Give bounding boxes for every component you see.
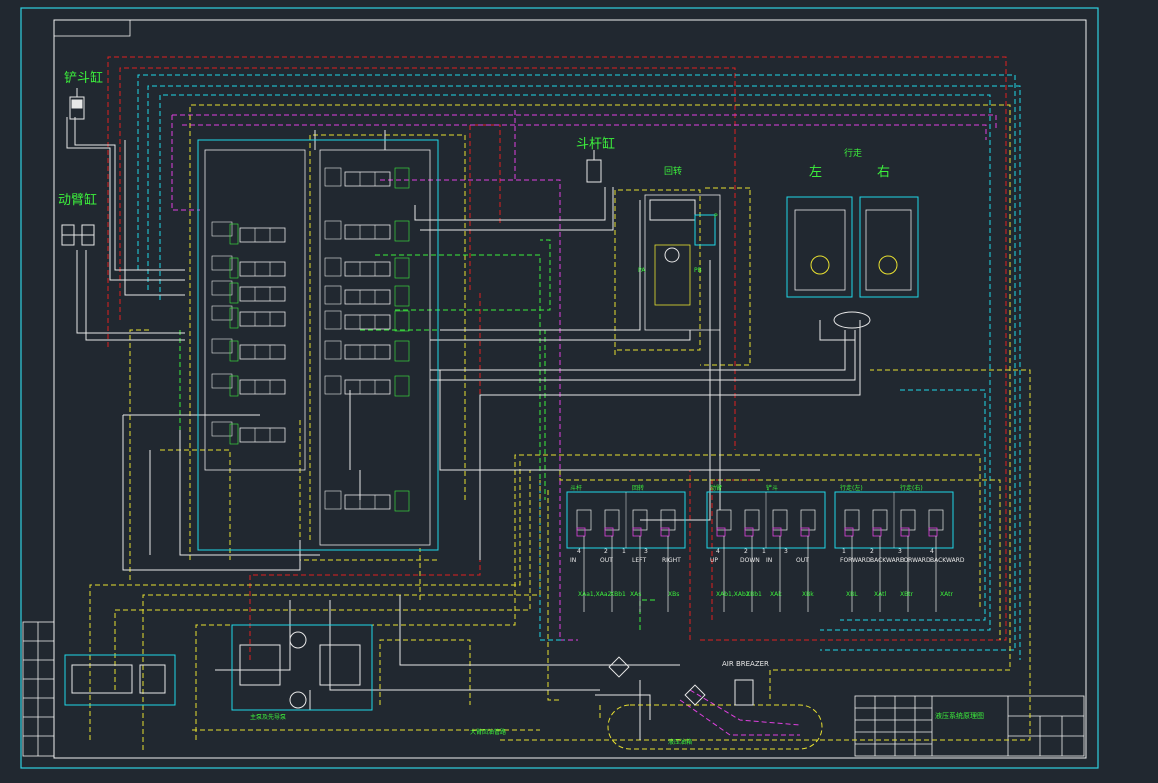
pilot-direction-label: FORWARD [900,557,931,564]
pilot-port-label: XBb1 [746,591,762,598]
pilot-port-number: 1 [842,548,846,555]
travel-center-joint [833,311,871,329]
sheet-outer-border [20,7,1099,769]
spool-valve [211,421,286,445]
pilot-port-label: XBk [802,591,814,598]
main-control-valve [197,139,439,551]
pilot-port-number: 3 [644,548,648,555]
pilot-port-label: XBb1 [610,591,626,598]
title-block [854,695,1085,757]
spool-valve [211,305,286,329]
pilot-valve-box [566,491,686,612]
pilot-port-label: XBL [846,591,858,598]
pump-label: 主泵及先导泵 [250,714,287,721]
main-pressure-lines [66,117,861,740]
return-filter [608,656,754,706]
pilot-direction-label: OUT [600,557,613,564]
pilot-port-number: 1 [622,548,626,555]
pilot-direction-label: FORWARD [840,557,871,564]
pilot-port-number: 2 [870,548,874,555]
pilot-valve-groups [566,491,954,612]
sheet-inner-border [53,19,1087,759]
spool-valve [324,375,410,397]
arm-cylinder-symbol [586,150,602,183]
tank-label: 液压油箱 [668,739,693,746]
pilot-group-title: 斗杆 [570,485,583,492]
spool-valve [211,255,286,279]
pilot-group-title: 回转 [632,485,645,492]
pilot-port-number: 2 [744,548,748,555]
arm-cylinder-label: 斗杆缸 [576,137,616,152]
spool-valve [324,257,410,279]
pilot-port-label: XBs [668,591,680,598]
boom-cylinder-symbol [61,224,95,246]
pilot-direction-label: IN [766,557,773,564]
swing-port-pb: PB [694,267,702,274]
spool-valve [324,310,410,332]
pilot-port-label: XAb1,XAb2 [716,591,750,598]
pilot-port-label: XAtr [940,591,953,598]
pilot-port-label: XAtl [874,591,887,598]
sheet-corner-tab [53,19,131,37]
pilot-port-label: XAk [770,591,782,598]
spool-valve [211,338,286,362]
pilot-direction-label: DOWN [740,557,760,564]
spool-valve [324,167,410,189]
pilot-group-title: 动臂 [710,485,723,492]
pilot-direction-label: RIGHT [662,557,681,564]
pilot-port-label: XBtr [900,591,914,598]
right-spool-stack [324,167,410,512]
pilot-group-title: 行走(左) [840,485,863,492]
boom-cylinder-label: 动臂缸 [58,193,98,208]
pilot-direction-label: IN [570,557,577,564]
swing-port-pa: PA [638,267,646,274]
pilot-port-number: 1 [762,548,766,555]
swing-motor-block [644,194,721,331]
travel-motor-left [786,196,853,298]
swing-port-p: P [714,213,718,220]
pilot-group-title: 行走(右) [900,485,923,492]
pilot-port-number: 3 [784,548,788,555]
travel-motor-right [859,196,919,298]
travel-right-label: 右 [877,165,891,180]
pilot-port-number: 4 [577,548,581,555]
pilot-direction-label: BACKWARD [870,557,905,564]
bucket-cylinder-symbol [69,88,85,120]
pump-assembly [231,624,373,711]
pilot-port-number: 4 [716,548,720,555]
pilot-port-number: 4 [930,548,934,555]
pilot-direction-label: OUT [796,557,809,564]
left-spool-stack [211,221,286,445]
spool-valve [211,373,286,397]
pilot-valve-box [706,491,826,612]
spool-valve [211,280,286,304]
pilot-port-label: XAs [630,591,642,598]
pilot-group-title: 铲斗 [766,485,779,492]
title-block-title: 液压系统原理图 [935,712,984,720]
spool-valve [324,490,410,512]
pilot-port-number: 2 [604,548,608,555]
travel-label: 行走 [844,149,863,159]
revision-strip [22,621,55,757]
solenoid-valve-block [64,654,176,706]
pilot-direction-label: LEFT [632,557,647,564]
swing-label: 回转 [664,167,683,177]
bucket-cylinder-label: 铲斗缸 [64,71,104,86]
air-breather-label: AIR BREAZER [722,660,769,668]
spool-valve [324,285,410,307]
magenta-pilot-lines [171,110,997,736]
return-line-label: 大臂回油管路 [470,729,507,736]
pilot-direction-label: BACKWARD [930,557,965,564]
pilot-valve-box [834,491,954,612]
pilot-direction-label: UP [710,557,719,564]
travel-left-label: 左 [809,165,823,180]
spool-valve [324,340,410,362]
pilot-port-number: 3 [898,548,902,555]
pilot-port-label: XAa1,XAa2 [578,591,612,598]
spool-valve [324,220,410,242]
spool-valve [211,221,286,245]
cyan-pilot-lines [137,74,1021,660]
